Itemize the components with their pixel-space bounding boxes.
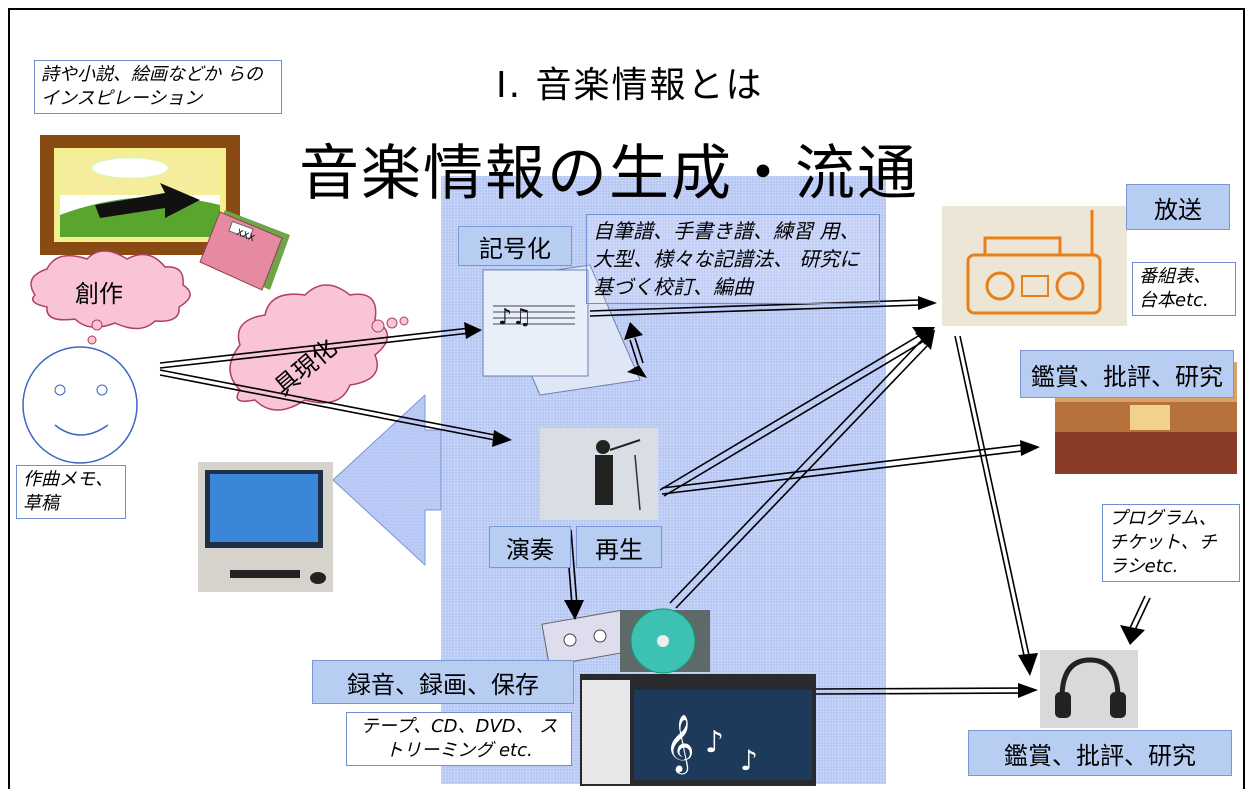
- svg-text:♪: ♪: [705, 725, 724, 760]
- slide-frame: [8, 8, 1245, 789]
- creation-label: 創作: [75, 280, 123, 308]
- svg-text:♪: ♪: [740, 744, 758, 777]
- score-types-note: 自筆譜、手書き譜、練習 用、大型、様々な記譜法、 研究に基づく校訂、編曲: [586, 214, 880, 304]
- section-title: Ⅰ. 音楽情報とは: [496, 65, 764, 106]
- media-player-icon: 𝄞 ♪ ♪: [580, 674, 816, 786]
- painting-icon: [40, 135, 240, 255]
- playback-label: 再生: [576, 526, 662, 568]
- book-icon: [199, 210, 290, 291]
- notation-label: 記号化: [458, 226, 572, 266]
- main-title: 音楽情報の生成・流通: [299, 139, 919, 209]
- program-note: プログラム、 チケット、チ ラシetc.: [1102, 504, 1240, 582]
- appreciation-label-top: 鑑賞、批評、研究: [1020, 350, 1234, 398]
- cd-icon: [620, 608, 710, 674]
- appreciation-label-bottom: 鑑賞、批評、研究: [968, 730, 1232, 776]
- composer-face-icon: [22, 346, 138, 464]
- svg-text:♪♫: ♪♫: [498, 305, 532, 330]
- big-left-arrow: [332, 393, 442, 567]
- perform-label: 演奏: [489, 526, 571, 568]
- cassette-icon: [541, 609, 629, 667]
- sketch-note: 作曲メモ、 草稿: [16, 465, 126, 519]
- embody-cloud: [229, 284, 409, 411]
- broadcast-label: 放送: [1126, 184, 1230, 230]
- violinist-figure: [595, 439, 641, 511]
- svg-text:𝄞: 𝄞: [665, 714, 695, 775]
- record-label: 録音、録画、保存: [312, 660, 574, 704]
- headphones-icon: [1040, 650, 1138, 728]
- score-icon: ♪♫: [482, 264, 641, 396]
- inspiration-note: 詩や小説、絵画などか らのインスピレーション: [34, 60, 282, 114]
- broadcast-docs-note: 番組表、 台本etc.: [1132, 262, 1236, 316]
- radio-icon: [942, 206, 1127, 326]
- media-note: テープ、CD、DVD、 ストリーミング etc.: [346, 712, 572, 766]
- creation-cloud: [30, 250, 191, 356]
- arrows: [159, 296, 1151, 698]
